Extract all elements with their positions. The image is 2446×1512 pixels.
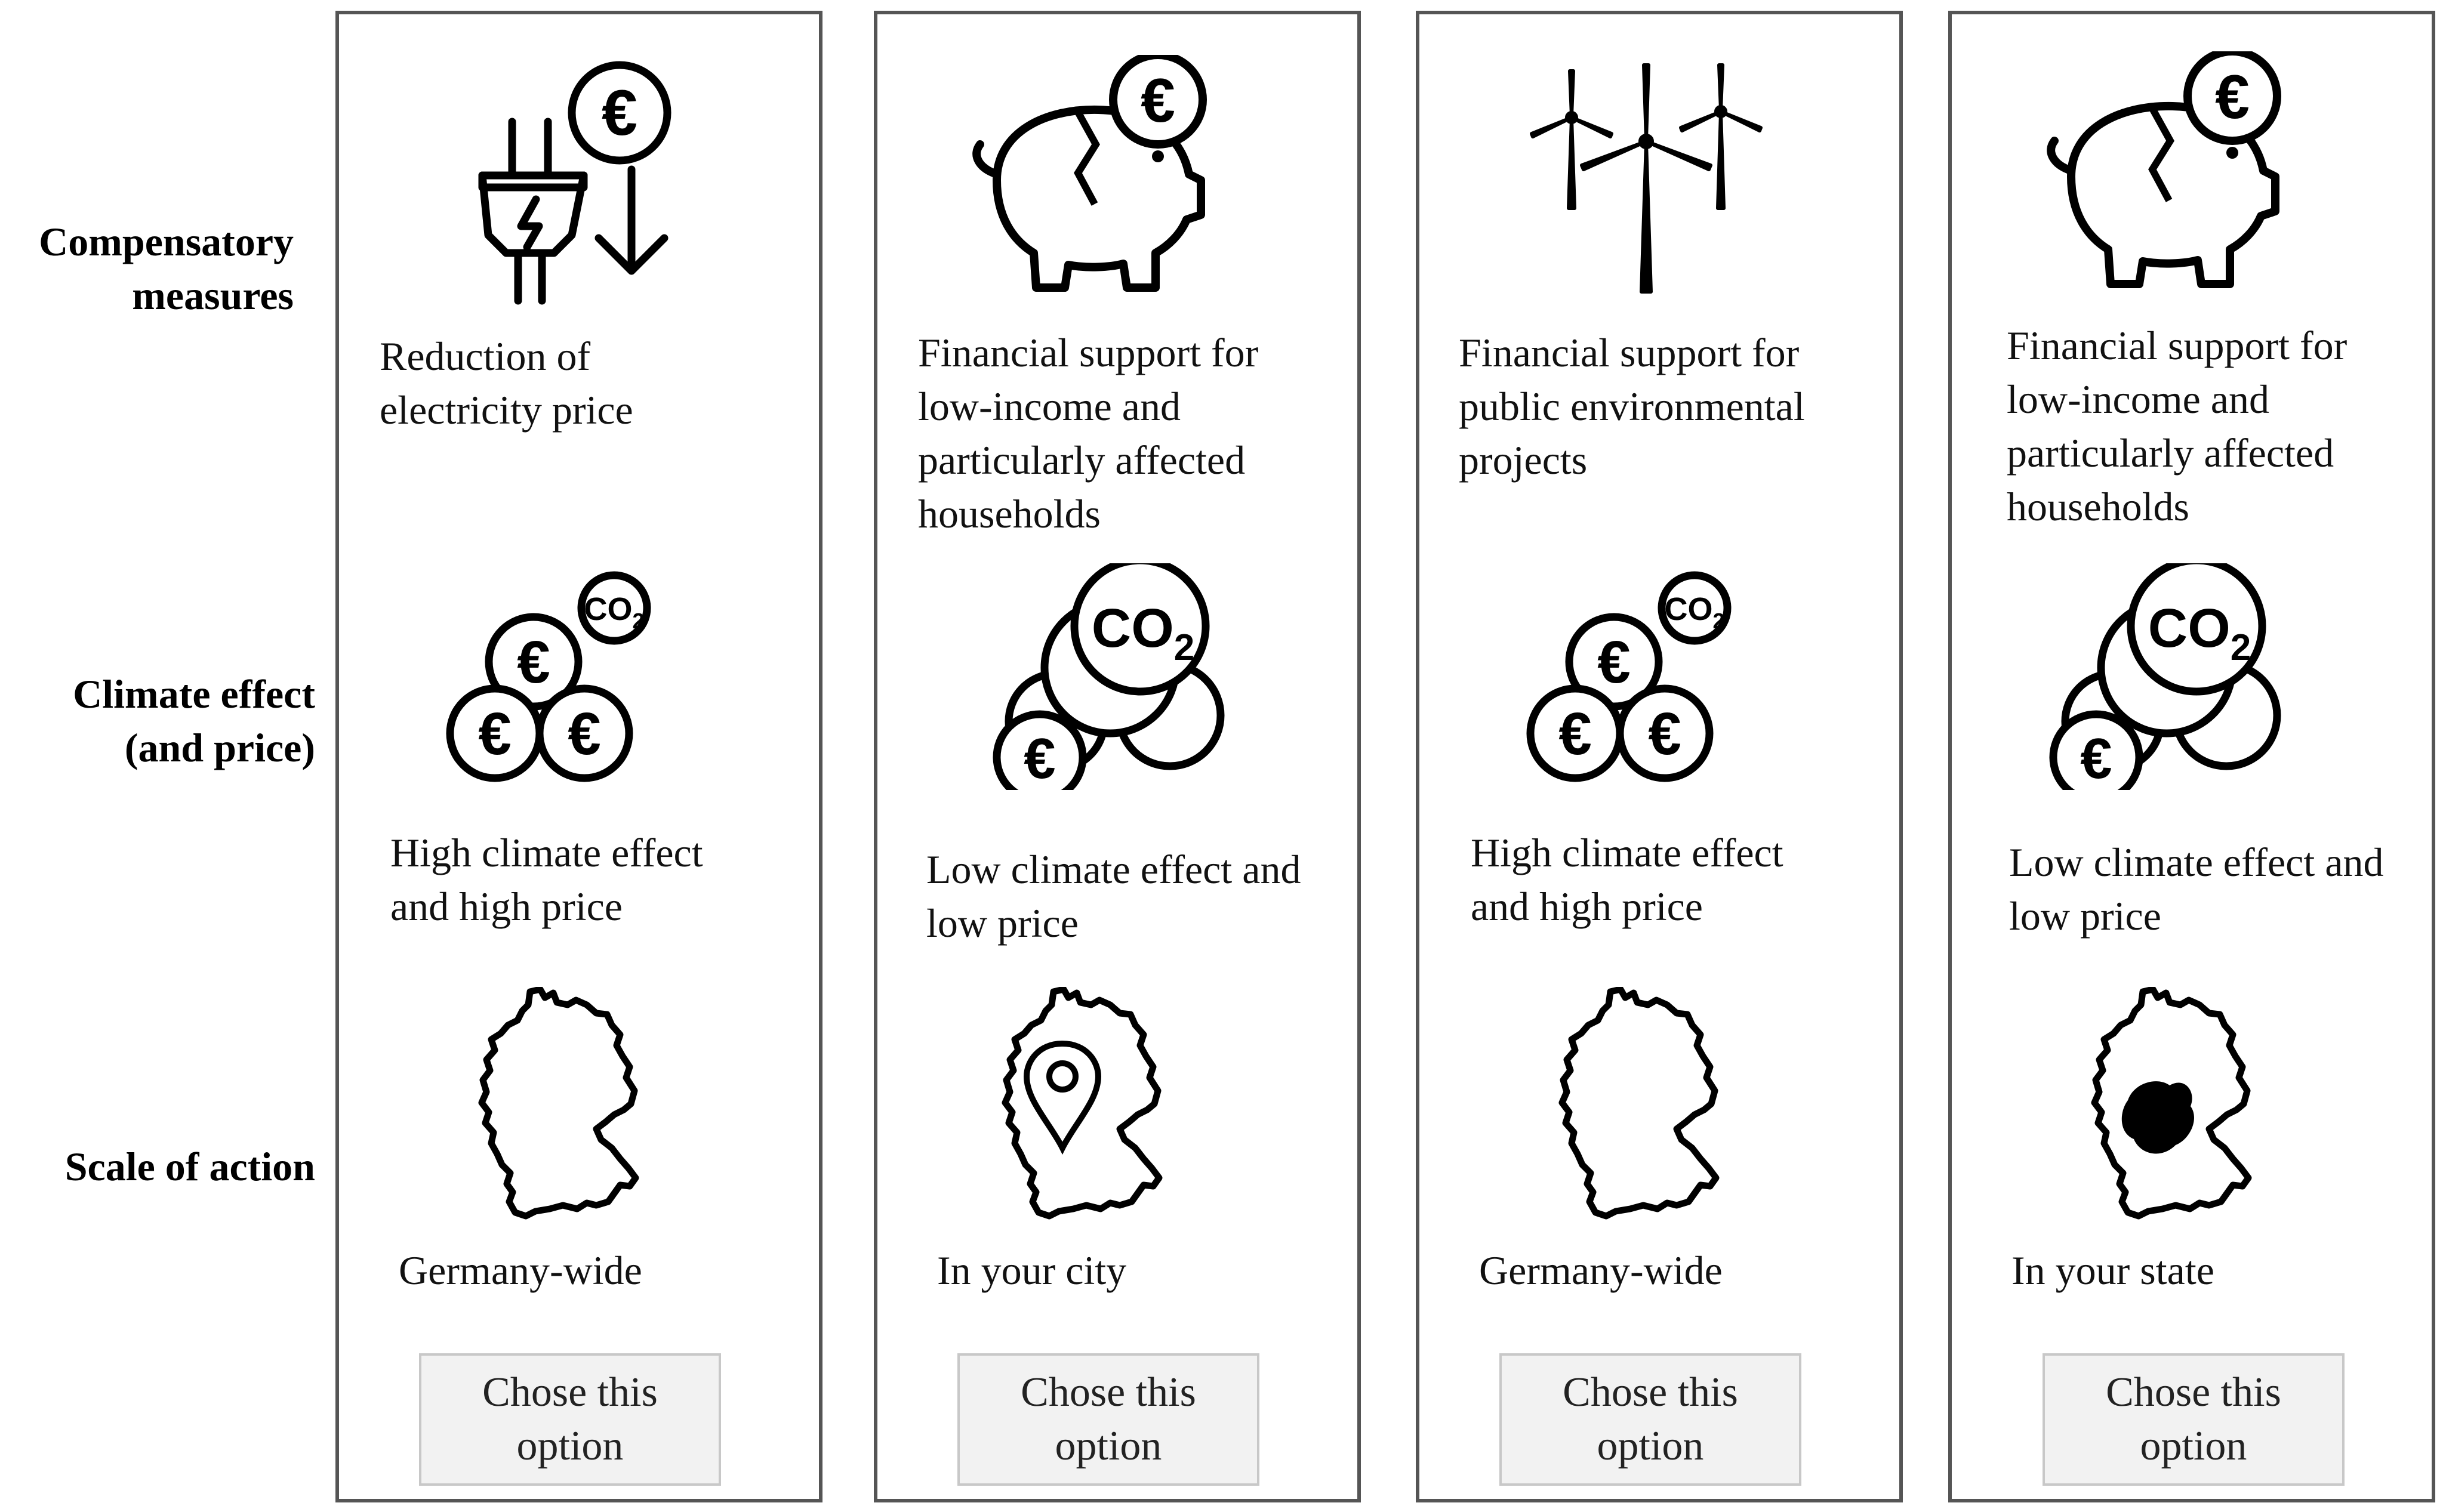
euro-coins-small-co2-icon: [444, 560, 695, 787]
compensatory-measure-text: Financial support for public environment…: [1459, 330, 1805, 483]
choose-option-button[interactable]: Chose this option: [1499, 1353, 1801, 1486]
electric-plug-euro-down-icon: [470, 56, 697, 307]
choose-option-button[interactable]: Chose this option: [2043, 1353, 2345, 1486]
scale-of-action-text: In your city: [937, 1248, 1127, 1293]
euro-coins-small-co2-icon: [1524, 560, 1775, 787]
row-label-climate-effect: Climate effect (and price): [73, 671, 315, 770]
compensatory-measure-text: Financial support for low-income and par…: [2007, 323, 2348, 529]
large-co2-cloud-small-euro-icon: [991, 563, 1242, 790]
large-co2-cloud-small-euro-icon: [2047, 563, 2298, 790]
option-card-2: Financial support for low-income and par…: [874, 11, 1361, 1502]
row-label-scale-of-action: Scale of action: [64, 1144, 315, 1189]
choose-option-button[interactable]: Chose this option: [419, 1353, 721, 1486]
row-label-compensatory-measures: Compensatory measures: [39, 219, 294, 318]
germany-map-icon: [1554, 987, 1733, 1226]
option-card-3: Financial support for public environment…: [1416, 11, 1903, 1502]
choose-option-button[interactable]: Chose this option: [957, 1353, 1259, 1486]
compensatory-measure-text: Reduction of electricity price: [380, 334, 633, 433]
scale-of-action-text: Germany-wide: [1479, 1248, 1723, 1293]
germany-map-icon: [473, 987, 652, 1226]
scale-of-action-text: Germany-wide: [399, 1248, 642, 1293]
compensatory-measure-text: Financial support for low-income and par…: [918, 330, 1259, 536]
climate-effect-text: High climate effect and high price: [390, 830, 703, 929]
option-card-1: Reduction of electricity price High clim…: [335, 11, 822, 1502]
climate-effect-text: High climate effect and high price: [1471, 830, 1783, 929]
broken-piggy-bank-euro-icon: [2029, 51, 2292, 302]
climate-effect-text: Low climate effect and low price: [926, 847, 1301, 946]
wind-turbines-icon: [1521, 47, 1772, 298]
germany-map-city-pin-icon: [997, 987, 1176, 1226]
broken-piggy-bank-euro-icon: [955, 55, 1218, 306]
option-card-4: Financial support for low-income and par…: [1948, 11, 2435, 1502]
scale-of-action-text: In your state: [2011, 1248, 2214, 1293]
climate-effect-text: Low climate effect and low price: [2009, 840, 2384, 939]
germany-map-state-highlight-icon: [2086, 987, 2265, 1226]
